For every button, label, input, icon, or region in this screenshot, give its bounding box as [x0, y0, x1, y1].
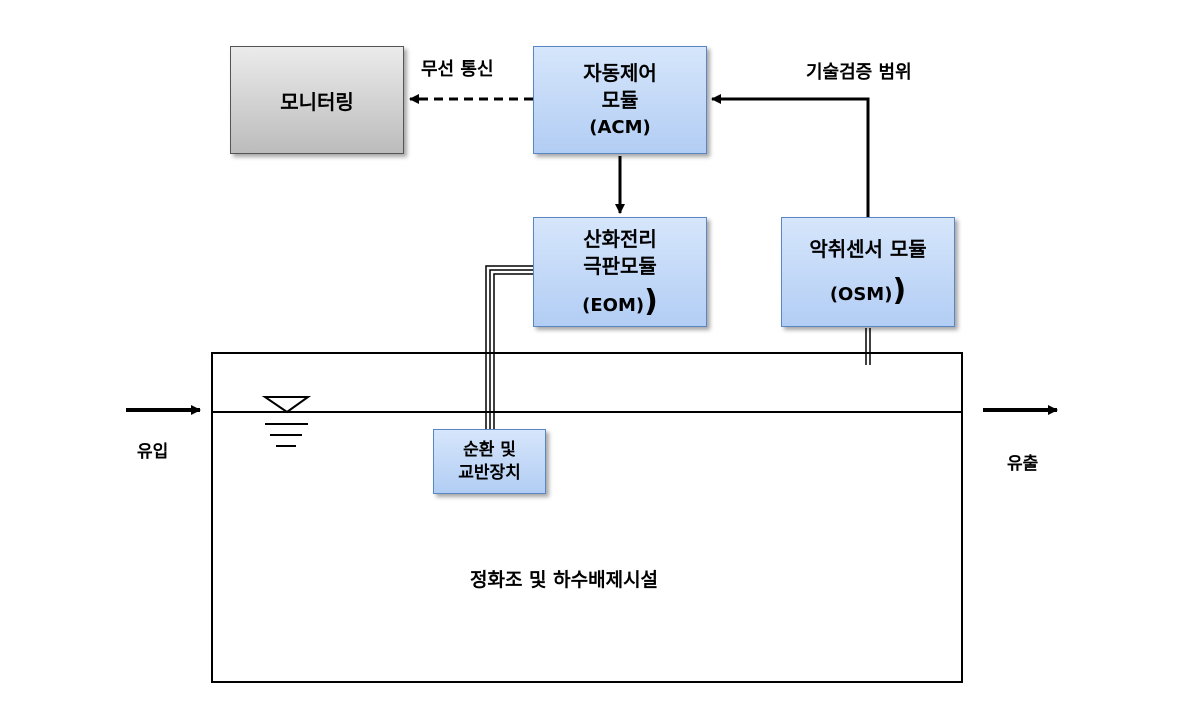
- circulation-device-box: 순환 및 교반장치: [433, 429, 546, 494]
- osm-module-box: 악취센서 모듈 (OSM)): [781, 217, 955, 327]
- eom-cable-1: [485, 265, 533, 430]
- circ-line1: 순환 및: [463, 439, 516, 460]
- acm-line2: 모듈: [601, 87, 639, 112]
- wireless-label: 무선 통신: [421, 59, 494, 80]
- water-level-symbol: [261, 396, 312, 414]
- scope-label: 기술검증 범위: [806, 62, 912, 83]
- acm-line3: (ACM): [589, 116, 651, 138]
- eom-line3: (EOM): [582, 294, 645, 316]
- eom-module-box: 산화전리 극판모듈 (EOM)): [533, 217, 707, 327]
- eom-line3-wrap: (EOM)): [582, 286, 658, 319]
- osm-to-acm-arrow: [711, 94, 870, 217]
- inflow-label: 유입: [137, 442, 169, 462]
- tank-label: 정화조 및 하수배제시설: [470, 569, 659, 591]
- osm-line2: (OSM): [829, 284, 893, 305]
- acm-module-box: 자동제어 모듈 (ACM): [533, 46, 707, 154]
- outflow-label: 유출: [1007, 454, 1039, 474]
- eom-cable-3: [493, 273, 533, 430]
- osm-paren: ): [892, 273, 907, 308]
- monitoring-label: 모니터링: [280, 89, 354, 114]
- tank-outline: [211, 352, 963, 683]
- eom-line2: 극판모듈: [583, 253, 657, 278]
- osm-line1: 악취센서 모듈: [809, 237, 927, 261]
- eom-line1: 산화전리: [583, 226, 657, 251]
- acm-line1: 자동제어: [583, 60, 657, 85]
- osm-line2-wrap: (OSM)): [829, 276, 906, 308]
- eom-cable-2: [489, 269, 533, 430]
- eom-paren: ): [644, 283, 658, 319]
- monitoring-box: 모니터링: [230, 46, 404, 154]
- circ-line2: 교반장치: [458, 462, 521, 483]
